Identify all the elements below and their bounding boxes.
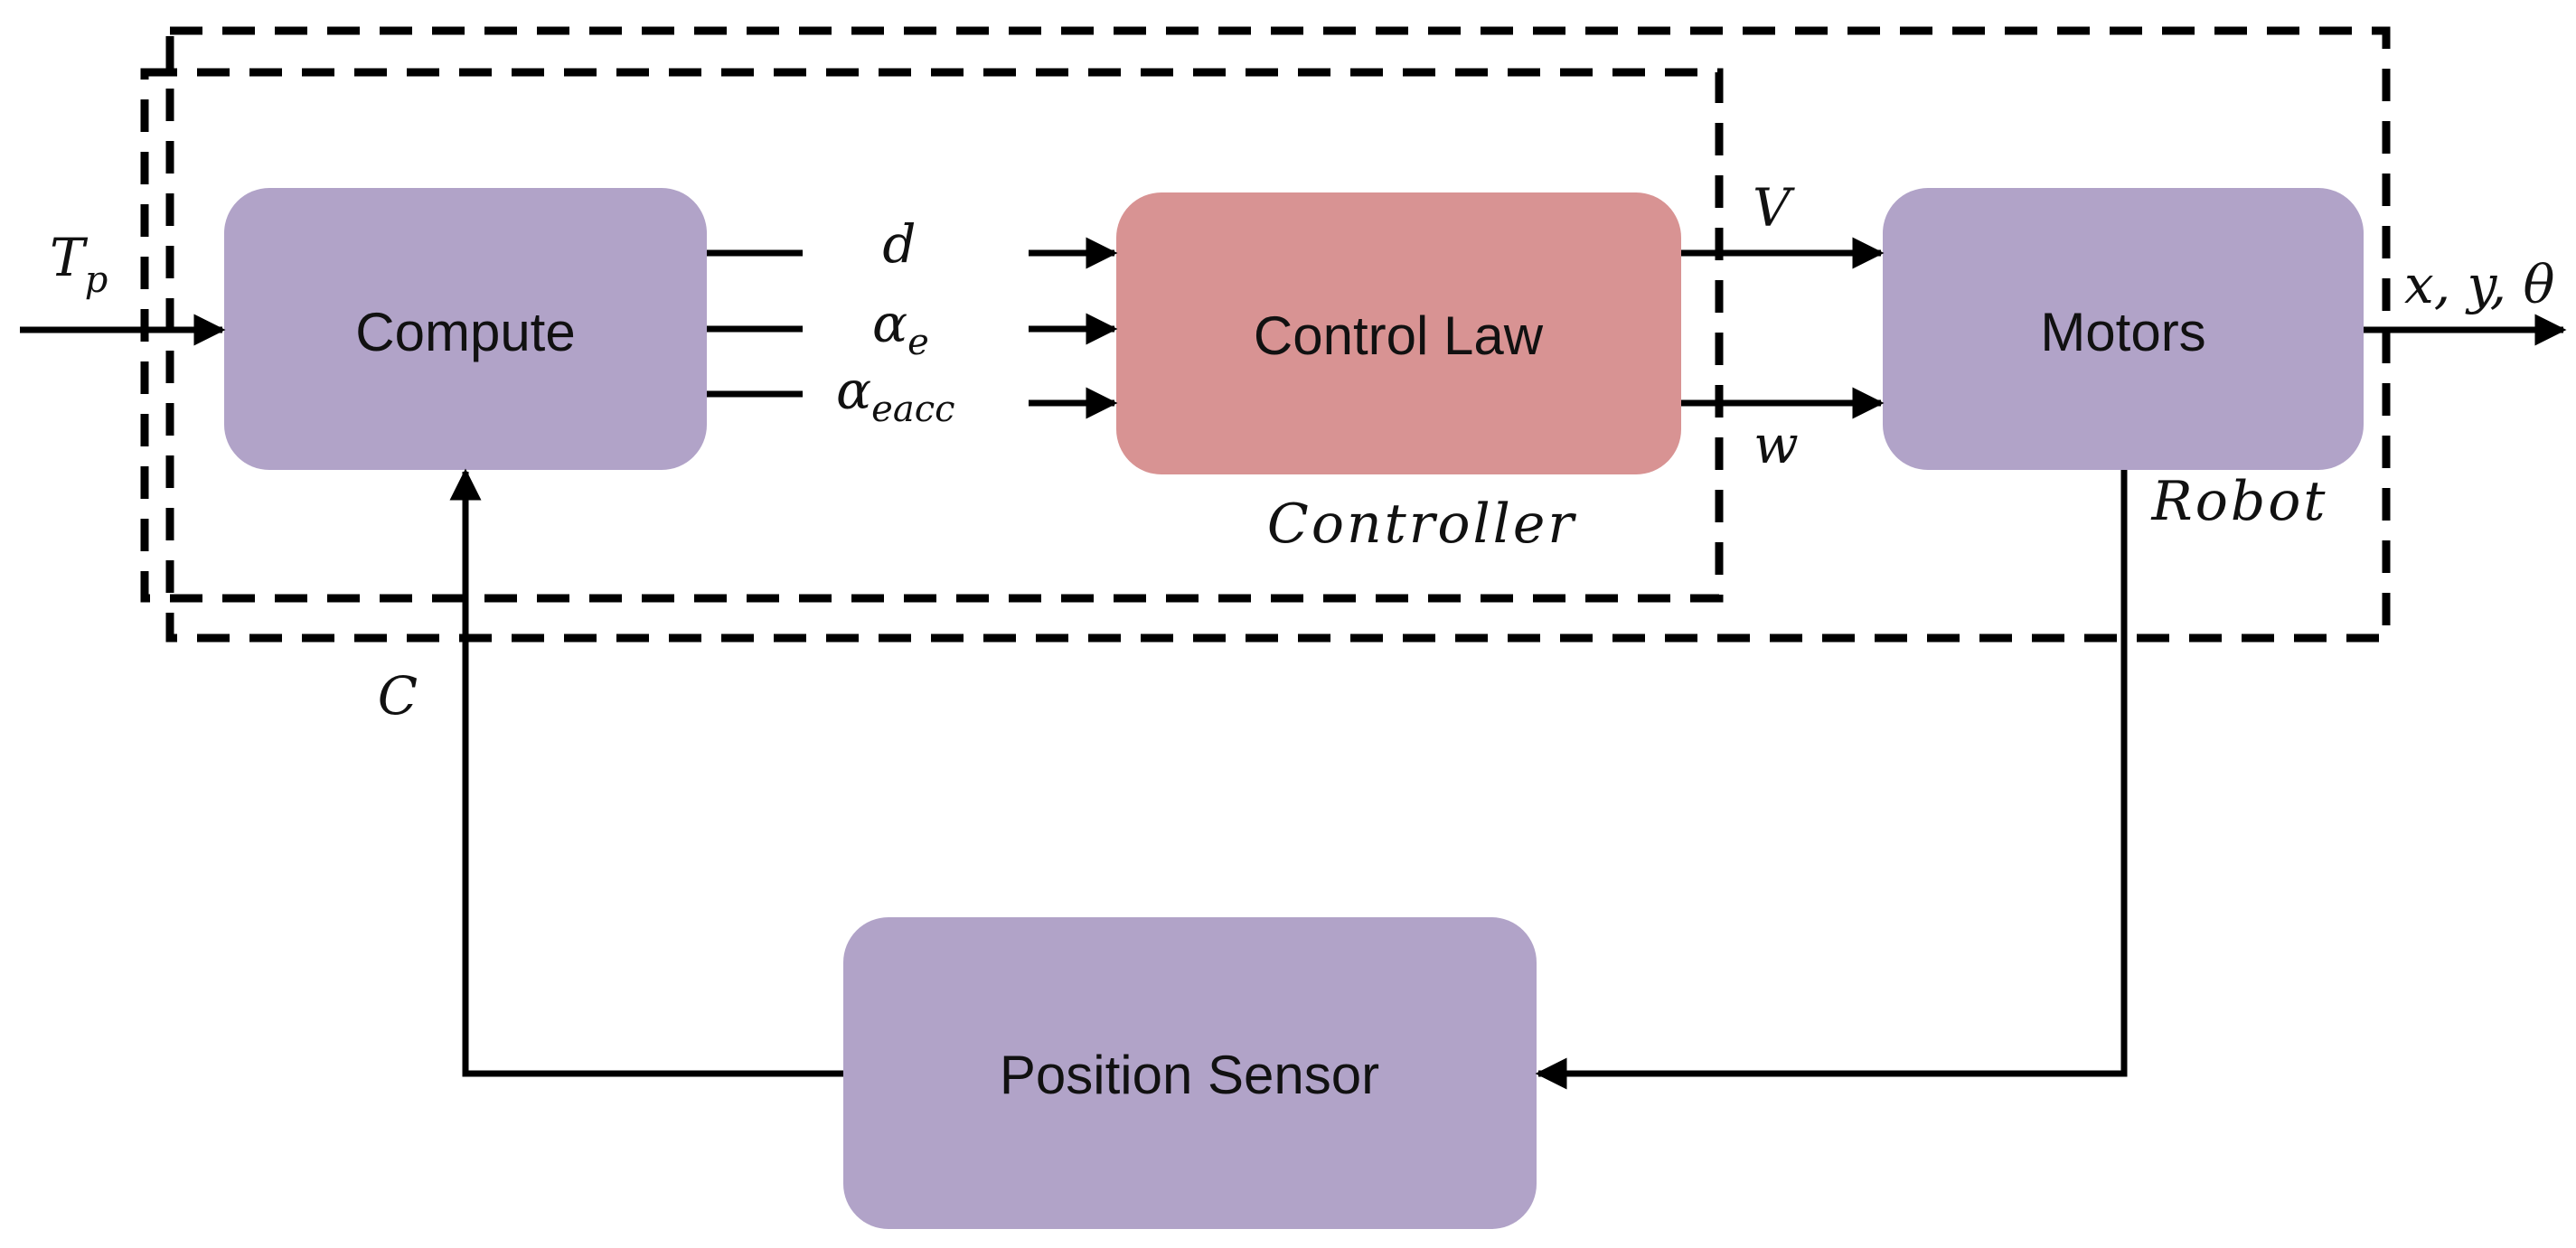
alpha-e-main: α [872,293,907,354]
control-law-block [1116,192,1681,474]
robot-group-label: Robot [2151,470,2328,533]
motors-block [1883,188,2364,470]
feedback-signal-label: C [378,665,418,727]
alpha-eacc-signal-label: αeacc [836,360,955,430]
d-signal-label: d [882,213,916,275]
compute-block [224,188,707,470]
controller-group-label: Controller [1267,493,1576,556]
input-signal-label: Tp [50,227,108,301]
motors-to-sensor-path [1535,470,2128,1090]
v-signal-label: V [1753,177,1795,239]
position-sensor-block [843,917,1537,1229]
alpha-e-sub: e [907,322,929,363]
robot-group-boundary [165,26,2391,643]
position-sensor-label: Position Sensor [1000,1045,1379,1105]
control-law-label: Control Law [1254,305,1544,366]
output-signal-label: x, y, θ [2404,254,2554,315]
w-signal-label: w [1753,414,1799,475]
input-signal-main: T [50,227,89,288]
compute-label: Compute [355,302,575,362]
sensor-to-compute-path [449,468,843,1077]
alpha-eacc-sub: eacc [871,389,954,430]
alpha-eacc-main: α [836,360,871,421]
motors-label: Motors [2040,302,2205,362]
alpha-e-signal-label: αe [872,293,929,363]
controller-group-boundary [140,68,1724,603]
input-signal-sub: p [85,259,108,301]
